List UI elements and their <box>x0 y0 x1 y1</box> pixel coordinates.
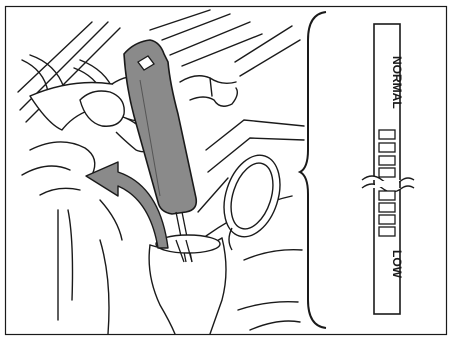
gauge-label-low: LOW <box>390 250 404 279</box>
gauge-label-normal: NORMAL <box>390 56 404 109</box>
